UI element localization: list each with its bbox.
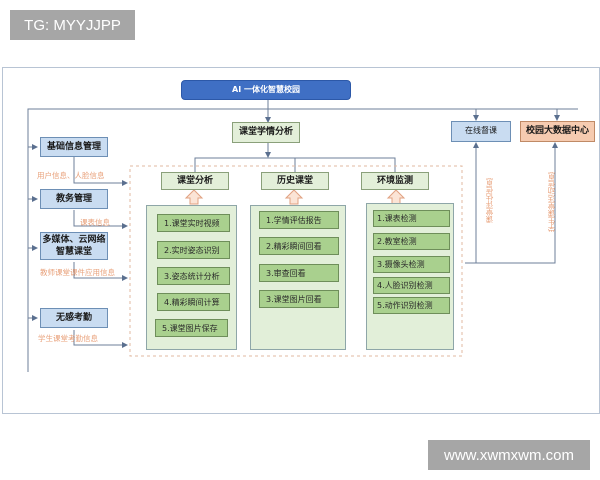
column-panel-environment: 1.课表检测 2.教室检测 3.摄像头检测 4.人脸识别检测 5.动作识别检测: [366, 203, 454, 350]
list-item: 4.精彩瞬间计算: [157, 293, 230, 311]
list-item: 2.精彩瞬间回看: [259, 237, 339, 255]
column-header-history: 历史课堂: [261, 172, 329, 190]
module-multimedia-line1: 多媒体、云网络: [42, 234, 106, 245]
flow-label-attendance: 学生课堂考勤信息: [38, 334, 98, 343]
module-multimedia-line2: 智慧课堂: [55, 247, 92, 257]
center-node: 课堂学情分析: [232, 122, 300, 143]
flow-label-evaluation: 课堂评估信息: [485, 178, 494, 223]
list-item: 2.教室检测: [373, 233, 450, 250]
list-item: 1.课堂实时视频: [157, 214, 230, 232]
flow-label-user-face: 用户信息、人脸信息: [37, 171, 105, 180]
list-item: 3.课堂图片回看: [259, 290, 339, 308]
watermark-top-left: TG: MYYJJPP: [10, 10, 135, 40]
list-item: 3.摄像头检测: [373, 256, 450, 273]
list-item: 4.人脸识别检测: [373, 277, 450, 294]
list-item: 5.动作识别检测: [373, 297, 450, 314]
root-node: AI 一体化智慧校园: [181, 80, 351, 100]
module-multimedia: 多媒体、云网络 智慧课堂: [40, 232, 108, 260]
column-panel-history: 1.学情评估报告 2.精彩瞬间回看 3.审查回看 3.课堂图片回看: [250, 205, 346, 350]
column-header-analysis: 课堂分析: [161, 172, 229, 190]
flow-label-courseware: 教师课堂课件应用信息: [40, 268, 115, 277]
module-online-supervision: 在线督课: [451, 121, 511, 142]
module-data-center: 校园大数据中心: [520, 121, 595, 142]
list-item: 1.学情评估报告: [259, 211, 339, 229]
watermark-bottom-right: www.xwmxwm.com: [428, 440, 590, 470]
module-attendance: 无感考勤: [40, 308, 108, 328]
list-item: 2.实时姿态识别: [157, 241, 230, 259]
column-header-environment: 环境监测: [361, 172, 429, 190]
module-academic: 教务管理: [40, 189, 108, 209]
flow-label-student-activity: 学生课堂活动信息: [547, 172, 556, 232]
list-item: 5.课堂图片保存: [155, 319, 228, 337]
list-item: 3.审查回看: [259, 264, 339, 282]
list-item: 3.姿态统计分析: [157, 267, 230, 285]
column-panel-analysis: 1.课堂实时视频 2.实时姿态识别 3.姿态统计分析 4.精彩瞬间计算 5.课堂…: [146, 205, 237, 350]
list-item: 1.课表检测: [373, 210, 450, 227]
flow-label-schedule: 课表信息: [80, 218, 110, 227]
module-basic-info: 基础信息管理: [40, 137, 108, 157]
